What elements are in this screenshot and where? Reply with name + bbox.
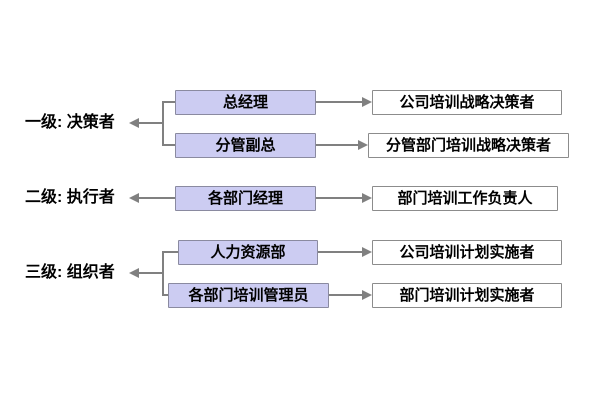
stub-row-4 bbox=[162, 251, 178, 253]
box-department-managers: 各部门经理 bbox=[175, 186, 316, 211]
arrowhead-right-row-3-icon bbox=[362, 193, 372, 203]
connector-row-3 bbox=[316, 197, 362, 199]
box-department-training-work-leader: 部门培训工作负责人 bbox=[372, 186, 558, 211]
box-company-training-plan-implementer: 公司培训计划实施者 bbox=[372, 240, 562, 265]
level-2-label: 二级: 执行者 bbox=[25, 189, 115, 206]
box-company-training-strategy-decision-maker: 公司培训战略决策者 bbox=[372, 90, 562, 115]
level-3-label: 三级: 组织者 bbox=[25, 264, 115, 281]
arrowhead-left-level-3-icon bbox=[129, 268, 139, 278]
arrowhead-right-row-1-icon bbox=[362, 97, 372, 107]
connector-row-1 bbox=[316, 101, 362, 103]
stub-row-1 bbox=[162, 101, 175, 103]
box-hr-department: 人力资源部 bbox=[178, 240, 318, 265]
stub-row-2 bbox=[162, 144, 175, 146]
level-1-label: 一级: 决策者 bbox=[25, 114, 115, 131]
connector-row-5 bbox=[329, 294, 362, 296]
stub-row-5 bbox=[162, 294, 168, 296]
box-department-training-strategy-decision-maker: 分管部门培训战略决策者 bbox=[368, 133, 569, 158]
connector-level-1 bbox=[139, 122, 163, 124]
box-vice-president-in-charge: 分管副总 bbox=[175, 133, 316, 158]
connector-level-3 bbox=[139, 272, 163, 274]
arrowhead-right-row-4-icon bbox=[362, 247, 372, 257]
arrowhead-right-row-2-icon bbox=[358, 140, 368, 150]
bracket-level-3 bbox=[162, 251, 164, 296]
arrowhead-left-level-1-icon bbox=[129, 118, 139, 128]
box-department-training-administrators: 各部门培训管理员 bbox=[168, 283, 329, 308]
connector-row-2 bbox=[316, 144, 358, 146]
connector-level-2 bbox=[139, 197, 175, 199]
box-general-manager: 总经理 bbox=[175, 90, 316, 115]
arrowhead-left-level-2-icon bbox=[129, 193, 139, 203]
bracket-level-1 bbox=[162, 101, 164, 146]
box-department-training-plan-implementer: 部门培训计划实施者 bbox=[372, 283, 562, 308]
arrowhead-right-row-5-icon bbox=[362, 290, 372, 300]
connector-row-4 bbox=[318, 251, 362, 253]
